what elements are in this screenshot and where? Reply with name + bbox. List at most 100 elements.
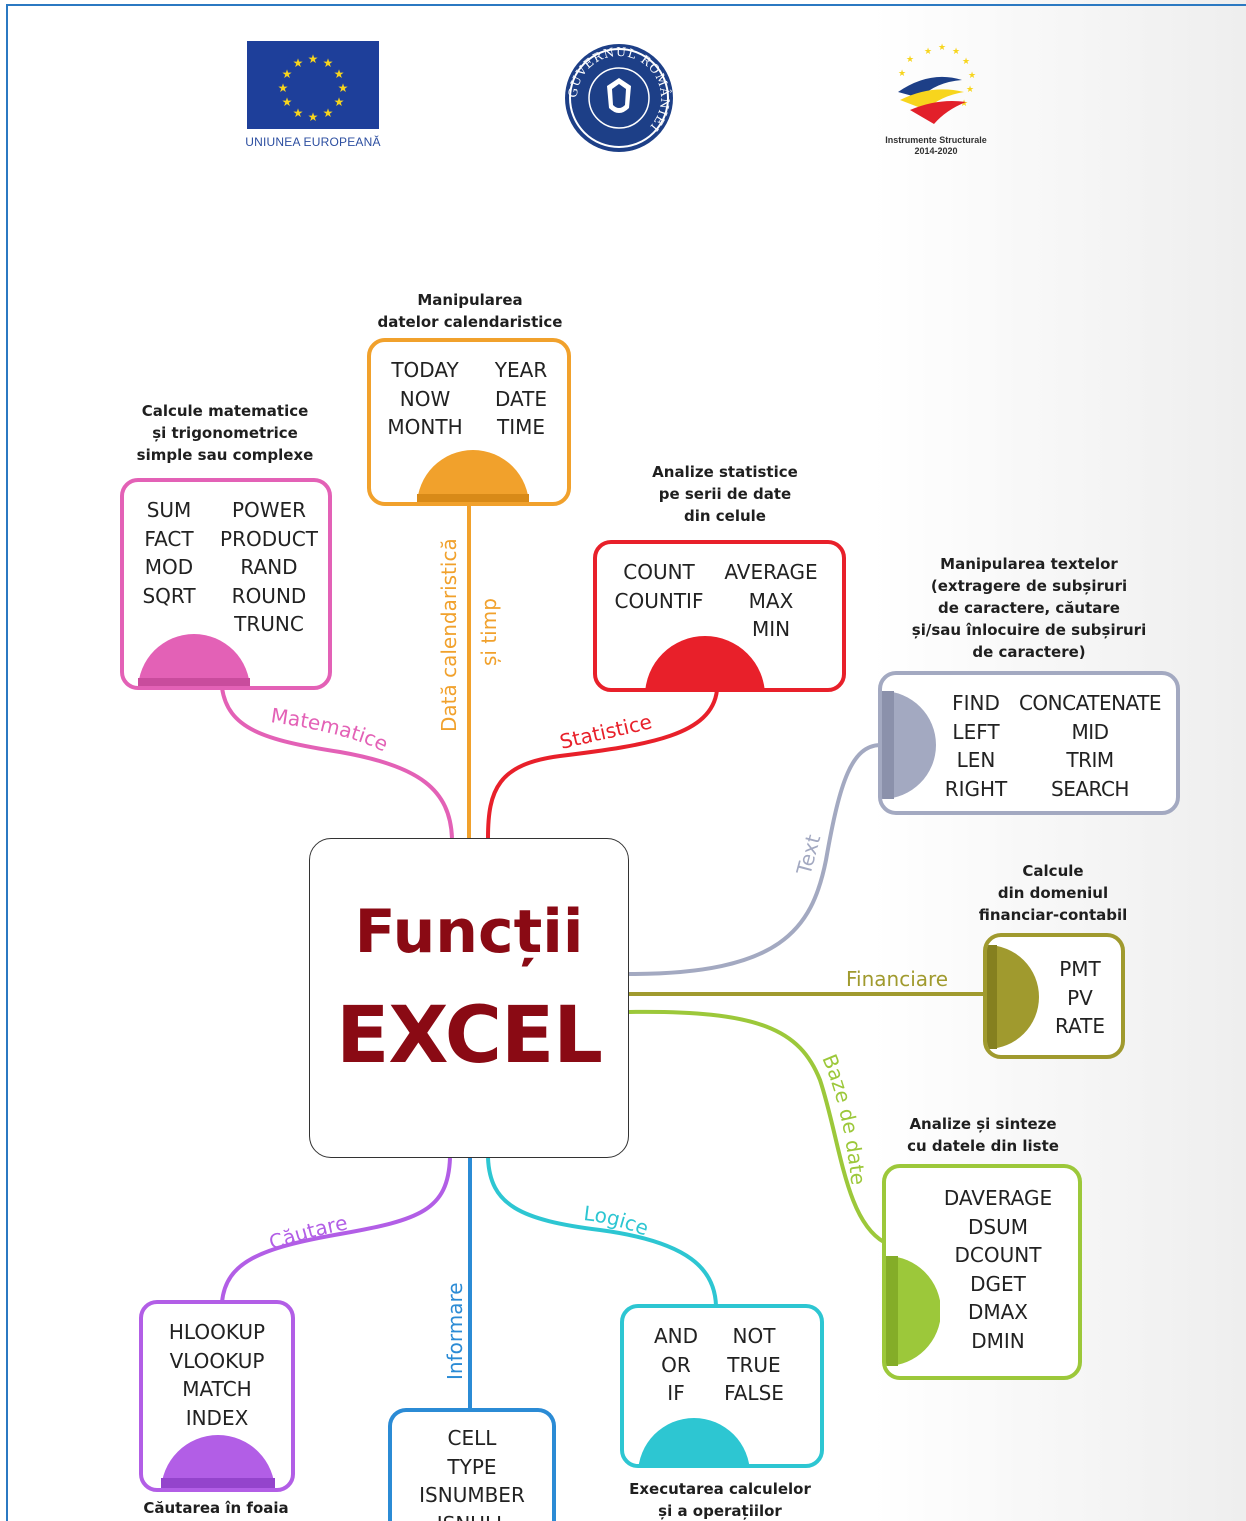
caption-line: de caractere, căutare — [938, 599, 1120, 617]
svg-text:★: ★ — [966, 85, 974, 95]
right-col: NOT TRUE FALSE — [714, 1322, 794, 1408]
dome-matematice — [138, 634, 250, 686]
function-name: COUNTIF — [614, 588, 704, 613]
center-title-line2: EXCEL — [336, 991, 603, 1081]
right-col: AVERAGE MAX MIN — [715, 558, 827, 644]
caption-financiare: Calcule din domeniul financiar-contabil — [968, 860, 1138, 926]
function-name: MID — [1071, 719, 1109, 744]
branch-label-data-line2: și timp — [477, 598, 501, 666]
center-node: Funcții EXCEL — [309, 838, 629, 1158]
function-name: AVERAGE — [724, 560, 818, 584]
caption-line: Manipularea textelor — [940, 555, 1118, 573]
svg-text:★: ★ — [282, 95, 293, 109]
caption-line: și a operațiilor — [658, 1502, 782, 1520]
function-name: COUNT — [623, 560, 695, 584]
dome-logice — [638, 1418, 750, 1464]
function-name: DMIN — [971, 1328, 1025, 1353]
svg-text:★: ★ — [952, 47, 960, 57]
caption-line: financiar-contabil — [978, 906, 1128, 924]
function-name: SQRT — [142, 583, 196, 608]
function-name: PRODUCT — [220, 526, 318, 551]
caption-text: Manipularea textelor (extragere de subși… — [900, 553, 1158, 663]
caption-line: și trigonometrice — [152, 424, 298, 442]
caption-line: simple sau complexe — [136, 446, 314, 464]
items-col: HLOOKUP VLOOKUP MATCH INDEX — [147, 1318, 287, 1432]
function-name: DGET — [970, 1271, 1026, 1296]
frame-top-line — [6, 4, 1246, 6]
svg-text:★: ★ — [323, 106, 334, 120]
svg-text:★: ★ — [308, 52, 319, 66]
caption-line: din celule — [684, 507, 766, 525]
function-name: INDEX — [185, 1405, 249, 1430]
caption-matematice: Calcule matematice și trigonometrice sim… — [120, 400, 330, 466]
caption-line: Analize și sinteze — [909, 1115, 1057, 1133]
branch-line-text — [628, 743, 881, 976]
caption-line: Căutarea în foaia — [143, 1499, 289, 1517]
svg-text:★: ★ — [334, 67, 345, 81]
left-col: TODAY NOW MONTH — [377, 356, 473, 442]
function-name: ISNUMBER — [419, 1483, 525, 1507]
instrumente-structurale-text: Instrumente Structurale 2014-2020 — [862, 135, 1010, 157]
caption-baze: Analize și sinteze cu datele din liste — [890, 1113, 1076, 1157]
function-name: MOD — [144, 555, 194, 579]
function-name: TYPE — [447, 1454, 497, 1479]
branch-line-matematice — [220, 687, 454, 839]
function-name: OR — [661, 1352, 691, 1377]
node-baze: DAVERAGE DSUM DCOUNT DGET DMAX DMIN — [882, 1164, 1082, 1380]
items-col: CELL TYPE ISNUMBER ISNULL — [396, 1424, 548, 1521]
caption-line: (extragere de subșiruri — [930, 577, 1128, 595]
svg-text:★: ★ — [906, 55, 914, 65]
romanian-government-seal: GUVERNUL ROMÂNIEI — [563, 42, 675, 154]
svg-text:★: ★ — [924, 47, 932, 57]
dome-financiare — [987, 945, 1039, 1049]
node-statistice: COUNT COUNTIF AVERAGE MAX MIN — [593, 540, 846, 692]
caption-line: Calcule matematice — [141, 402, 309, 420]
function-name: VLOOKUP — [169, 1348, 265, 1373]
node-matematice: SUM FACT MOD SQRT POWER PRODUCT RAND ROU… — [120, 478, 332, 690]
branch-label-statistice: Statistice — [557, 709, 654, 754]
function-name: NOW — [399, 386, 451, 411]
left-col: COUNT COUNTIF — [607, 558, 711, 615]
function-name: IF — [667, 1381, 685, 1405]
right-col: CONCATENATE MID TRIM SEARCH — [1016, 689, 1164, 803]
branch-line-cautare — [220, 1157, 452, 1303]
caption-line: datelor calendaristice — [377, 313, 563, 331]
dome-baze — [886, 1256, 940, 1366]
function-name: PMT — [1059, 957, 1101, 981]
caption-line: pe serii de date — [658, 485, 792, 503]
svg-text:★: ★ — [938, 43, 946, 53]
branch-label-matematice: Matematice — [269, 703, 392, 756]
function-name: CONCATENATE — [1018, 691, 1162, 715]
caption-logice: Executarea calculelor și a operațiilor — [610, 1478, 830, 1521]
function-name: FIND — [952, 691, 1000, 715]
svg-text:★: ★ — [278, 81, 289, 95]
branch-label-text: Text — [791, 832, 825, 878]
function-name: TODAY — [391, 358, 459, 382]
branch-line-logice — [486, 1157, 718, 1307]
function-name: FALSE — [724, 1381, 784, 1405]
items-col: DAVERAGE DSUM DCOUNT DGET DMAX DMIN — [936, 1184, 1060, 1355]
function-name: LEFT — [952, 719, 1000, 744]
node-text: FIND LEFT LEN RIGHT CONCATENATE MID TRIM… — [878, 671, 1180, 815]
caption-line: Manipularea — [417, 291, 523, 309]
svg-text:★: ★ — [968, 71, 976, 81]
svg-text:★: ★ — [323, 56, 334, 70]
function-name: YEAR — [494, 358, 548, 382]
eu-flag-logo: ★★★ ★★★ ★★★ ★★★ — [247, 41, 379, 129]
function-name: AND — [653, 1324, 699, 1348]
branch-line-statistice — [486, 689, 719, 839]
caption-line: și/sau înlocuire de subșiruri — [911, 621, 1147, 639]
branch-label-cautare: Căutare — [266, 1211, 350, 1255]
svg-text:★: ★ — [293, 56, 304, 70]
function-name: SEARCH — [1051, 776, 1129, 801]
branch-label-informare: Informare — [443, 1282, 467, 1380]
function-name: ROUND — [231, 583, 307, 608]
caption-statistice: Analize statistice pe serii de date din … — [620, 461, 830, 527]
svg-text:★: ★ — [962, 57, 970, 67]
center-title-line1: Funcții — [354, 897, 584, 967]
node-data: TODAY NOW MONTH YEAR DATE TIME — [367, 338, 571, 506]
function-name: DATE — [494, 386, 548, 411]
function-name: RATE — [1054, 1014, 1106, 1038]
caption-line: de caractere) — [972, 643, 1086, 661]
